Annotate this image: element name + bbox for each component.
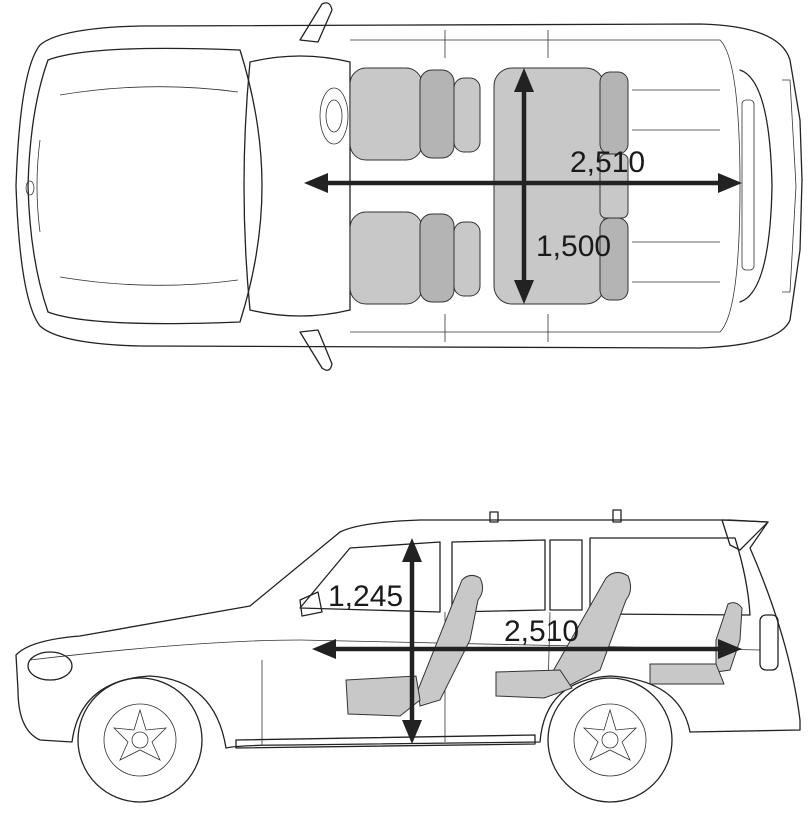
steering-wheel	[319, 87, 349, 145]
side-length-dimension-arrow	[312, 639, 742, 659]
side-window-rear	[451, 539, 546, 613]
side-length-label: 2,510	[504, 615, 579, 648]
side-window-quarter	[589, 537, 751, 616]
top-view-windshield	[243, 55, 351, 317]
front-seat-driver	[349, 67, 481, 161]
front-seat-passenger	[349, 211, 481, 305]
side-view: 1,245 2,510	[15, 509, 801, 803]
side-front-seat	[345, 574, 484, 717]
top-width-label: 1,500	[536, 230, 611, 263]
side-window-front	[299, 541, 441, 613]
top-view-hood	[27, 47, 263, 325]
side-rear-seat	[495, 572, 632, 699]
top-view-mirror-left	[299, 2, 333, 43]
rear-wheel	[547, 677, 673, 803]
top-length-dimension-arrow	[304, 173, 742, 193]
top-length-label: 2,510	[570, 146, 645, 179]
top-view: 2,510 1,500	[15, 2, 803, 371]
top-width-dimension-arrow	[514, 68, 534, 304]
rear-bench-seat	[493, 67, 629, 305]
top-view-body-outline	[15, 23, 803, 349]
top-view-mirror-right	[299, 329, 333, 371]
front-wheel	[77, 677, 203, 803]
side-height-label: 1,245	[328, 580, 403, 613]
side-height-dimension-arrow	[402, 538, 422, 744]
